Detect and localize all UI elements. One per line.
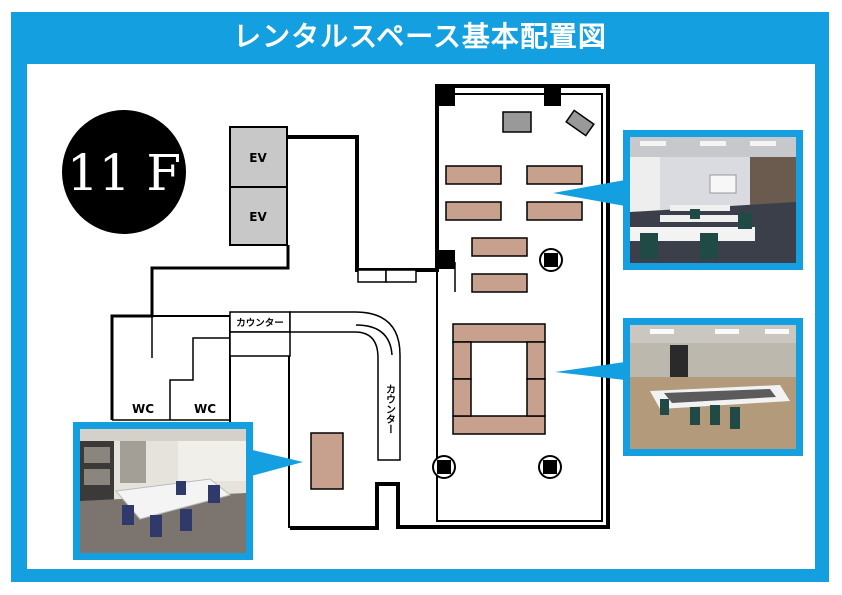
page-title: レンタルスペース基本配置図 — [233, 20, 607, 53]
pillar — [438, 87, 455, 106]
table — [452, 323, 546, 343]
table — [445, 165, 502, 185]
pillar — [438, 250, 455, 269]
classroom-photo-image — [630, 137, 796, 263]
table — [526, 378, 546, 417]
elevator-1 — [229, 126, 288, 188]
meeting-room-photo-image — [80, 429, 246, 553]
photo-meeting-room — [73, 422, 253, 560]
elevator-2-label: EV — [249, 210, 267, 224]
wc-1-label: WC — [132, 402, 154, 416]
table — [471, 273, 528, 293]
floor-label: 11 F — [67, 144, 181, 202]
table — [526, 341, 546, 380]
photo-classroom-layout — [623, 130, 803, 270]
classroom-tables — [445, 165, 583, 293]
wc-partitions — [112, 316, 230, 421]
floor-badge: 11 F — [62, 110, 186, 234]
table — [526, 165, 583, 185]
entrance-doors — [357, 262, 456, 292]
table — [471, 237, 528, 257]
wc-2-label: WC — [194, 402, 216, 416]
hollow-square-photo-image — [630, 325, 796, 449]
table — [452, 341, 472, 380]
equipment-box — [502, 111, 532, 133]
round-pillars — [432, 248, 563, 479]
elevators: EV EV — [229, 126, 288, 246]
elevator-2 — [229, 186, 288, 246]
equipment-box — [565, 109, 595, 137]
table — [445, 201, 502, 221]
pillar — [544, 87, 561, 106]
hollow-square-tables — [452, 323, 546, 435]
callout-pointers — [244, 180, 625, 478]
table — [452, 415, 546, 435]
photo-hollow-square-layout — [623, 318, 803, 456]
meeting-table — [310, 432, 344, 490]
elevator-1-label: EV — [249, 151, 267, 165]
counter-top-label: カウンター — [236, 317, 284, 329]
table — [452, 378, 472, 417]
counters — [229, 311, 401, 461]
table — [526, 201, 583, 221]
pillars — [438, 87, 561, 269]
counter-side-label: カウンター — [384, 384, 396, 434]
